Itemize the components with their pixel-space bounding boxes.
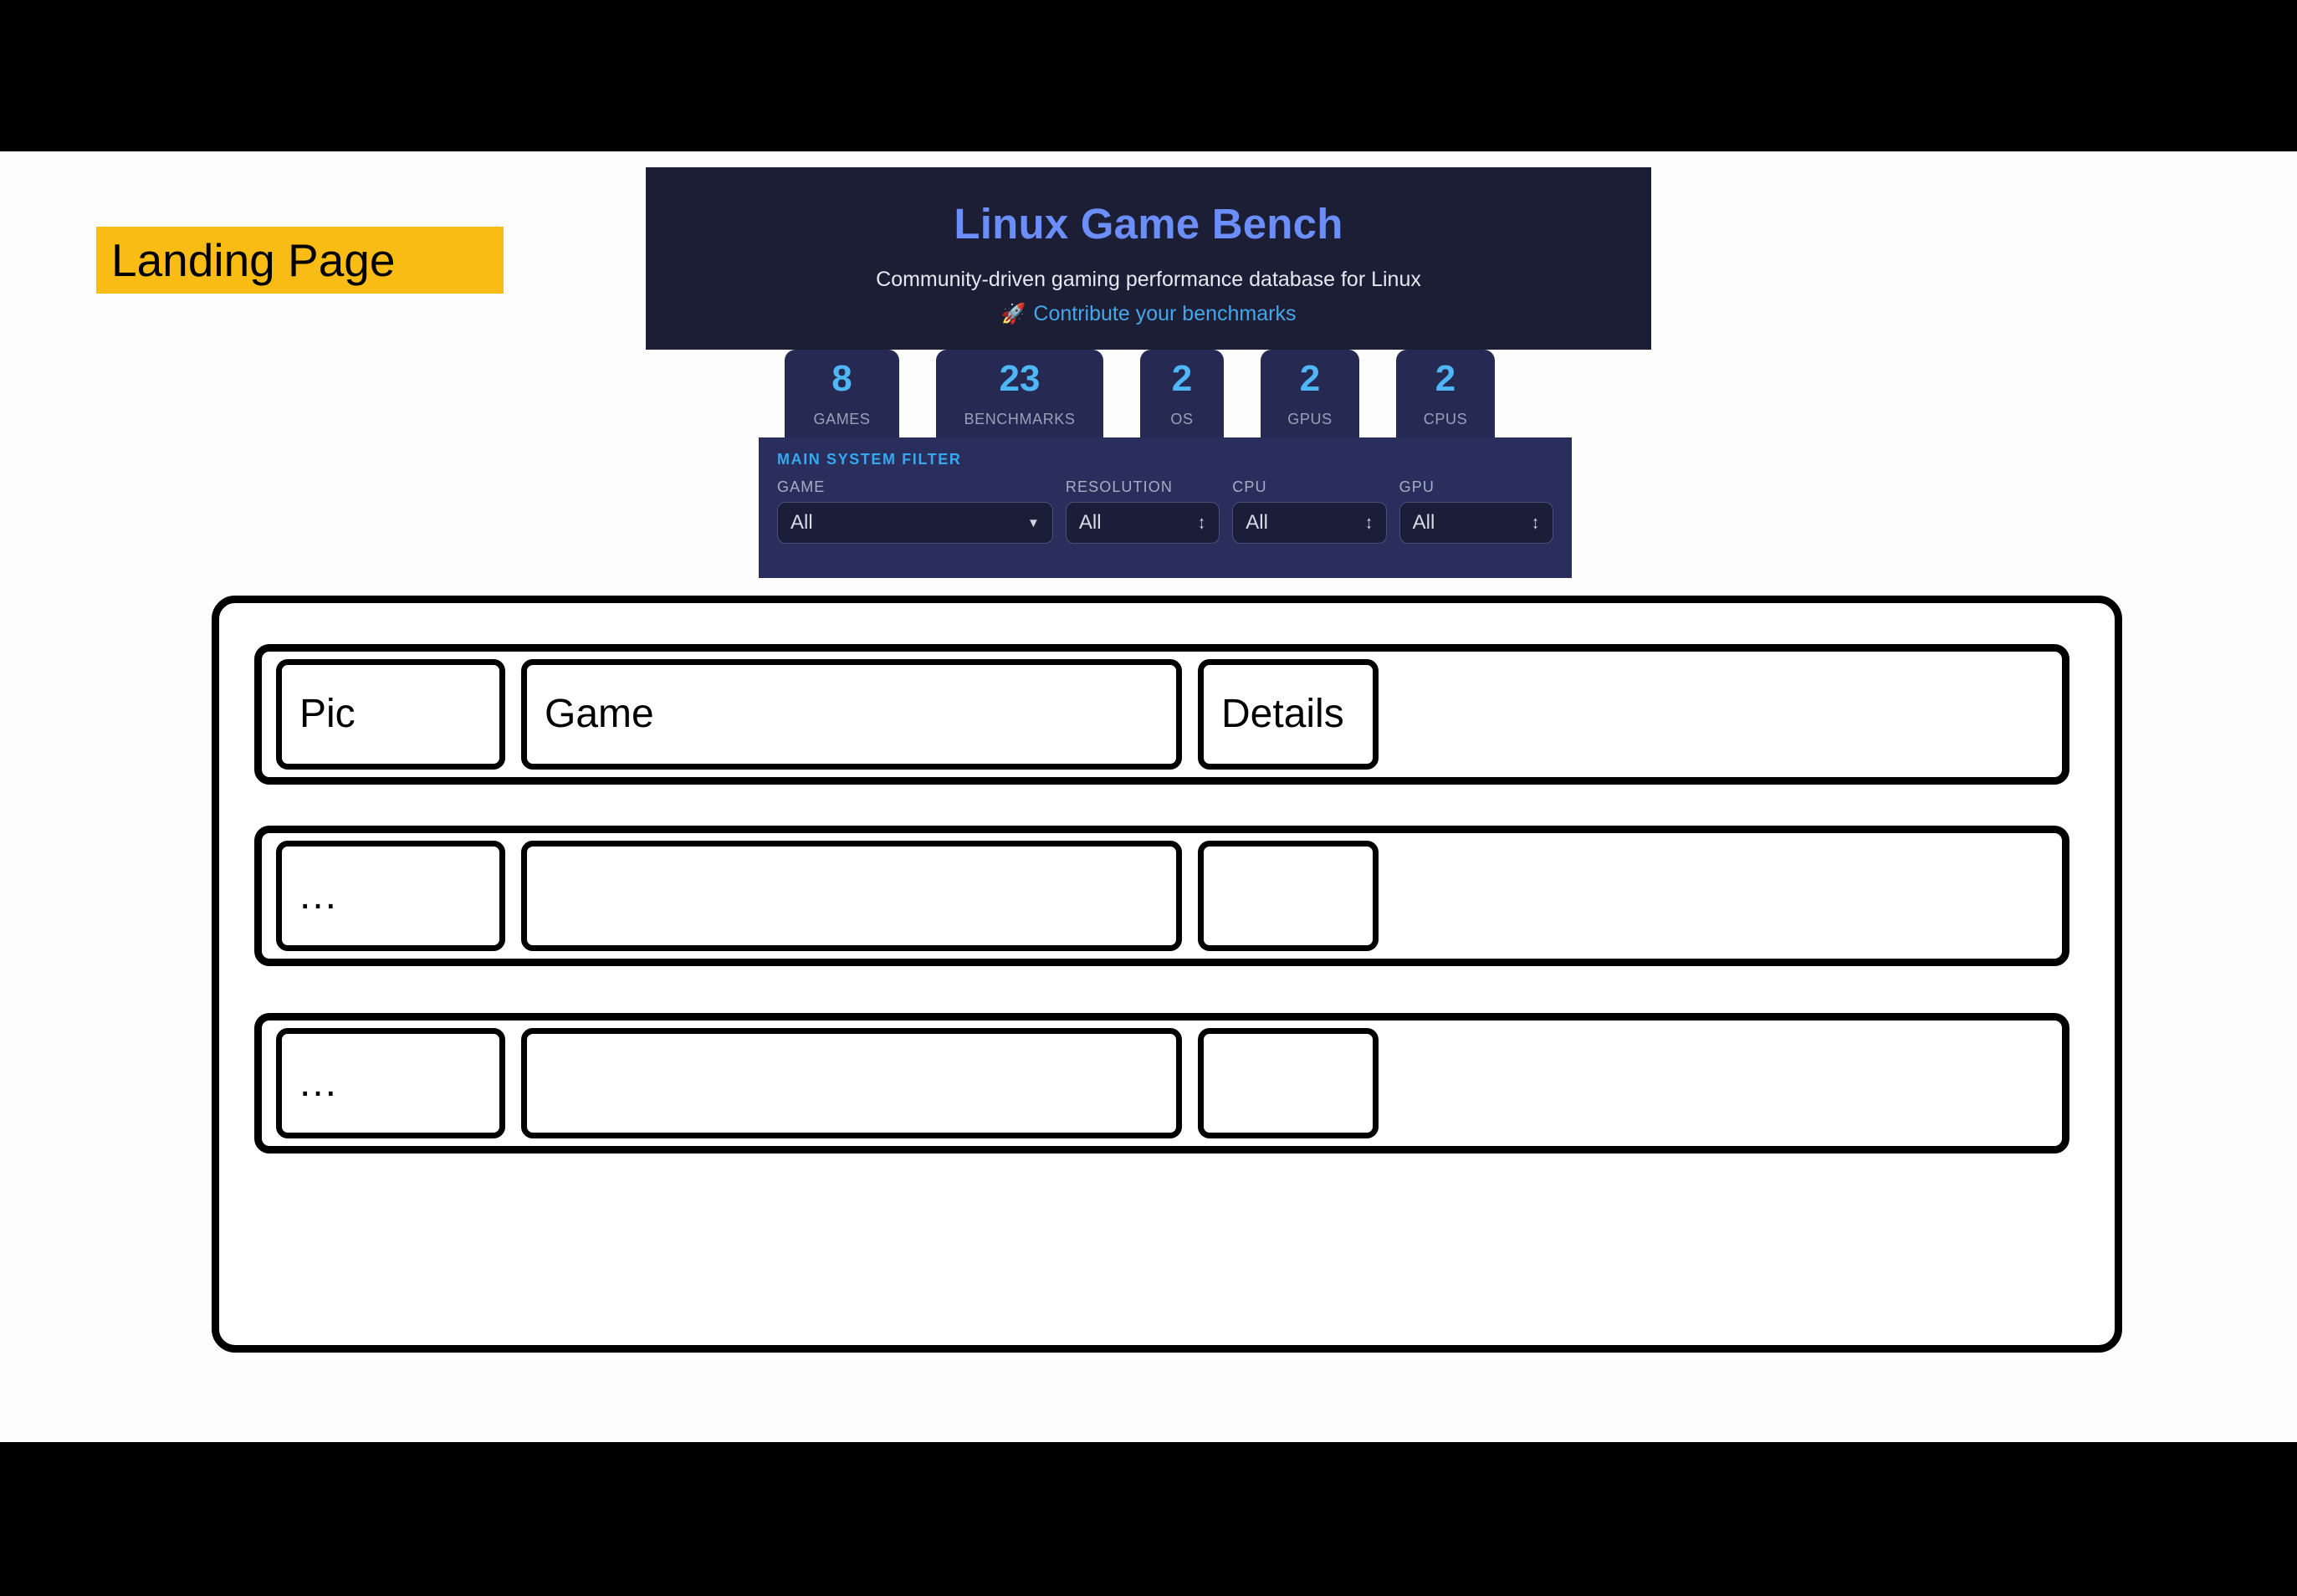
filter-field-cpu: CPU All ↕	[1232, 478, 1387, 544]
stats-strip: 8 GAMES 23 BENCHMARKS 2 OS 2 GPUS 2 CPUS	[785, 350, 1506, 442]
column-header-details-label: Details	[1221, 692, 1344, 736]
stat-card-gpus[interactable]: 2 GPUS	[1261, 350, 1359, 442]
stat-label-games: GAMES	[813, 411, 871, 427]
stat-value-benchmarks: 23	[999, 358, 1041, 399]
letterbox-bottom-bar	[0, 1442, 2297, 1596]
filter-label-cpu: CPU	[1232, 478, 1267, 495]
row-cell-pic: ...	[276, 841, 505, 951]
row-cell-details[interactable]	[1198, 841, 1379, 951]
filter-label-resolution: RESOLUTION	[1065, 478, 1173, 495]
resolution-filter-value: All	[1078, 511, 1102, 534]
stat-label-cpus: CPUS	[1423, 411, 1468, 427]
stat-label-gpus: GPUS	[1287, 411, 1333, 427]
filter-field-gpu: GPU All ↕	[1399, 478, 1553, 544]
game-filter-select[interactable]: All ▼	[777, 502, 1053, 544]
filter-field-resolution: RESOLUTION All ↕	[1065, 478, 1220, 544]
row-cell-pic: ...	[276, 1028, 505, 1138]
stat-card-cpus[interactable]: 2 CPUS	[1396, 350, 1495, 442]
chevron-up-down-icon: ↕	[1532, 512, 1539, 533]
cpu-filter-value: All	[1246, 511, 1268, 534]
results-table-wireframe: Pic Game Details ... ...	[212, 596, 2122, 1353]
hero-banner: Linux Game Bench Community-driven gaming…	[646, 167, 1651, 350]
rocket-icon: 🚀	[1000, 303, 1026, 326]
resolution-filter-select[interactable]: All ↕	[1065, 502, 1220, 544]
column-header-pic: Pic	[276, 659, 505, 770]
page-title: Linux Game Bench	[954, 200, 1343, 248]
row-cell-game	[521, 1028, 1182, 1138]
chevron-up-down-icon: ↕	[1364, 512, 1373, 533]
column-header-pic-label: Pic	[299, 692, 356, 736]
filter-label-gpu: GPU	[1399, 478, 1435, 495]
stat-value-os: 2	[1171, 358, 1193, 399]
page-canvas: Landing Page Linux Game Bench Community-…	[0, 151, 2297, 1442]
stat-card-os[interactable]: 2 OS	[1140, 350, 1224, 442]
filter-panel-heading: MAIN SYSTEM FILTER	[777, 451, 962, 468]
chevron-up-down-icon: ↕	[1198, 512, 1206, 533]
stat-card-benchmarks[interactable]: 23 BENCHMARKS	[936, 350, 1103, 442]
landing-page-annotation-badge: Landing Page	[96, 227, 504, 294]
stat-label-os: OS	[1170, 411, 1194, 427]
cpu-filter-select[interactable]: All ↕	[1232, 502, 1387, 544]
gpu-filter-value: All	[1412, 511, 1435, 534]
triangle-down-icon: ▼	[1027, 515, 1040, 530]
contribute-benchmarks-label: Contribute your benchmarks	[1033, 302, 1297, 326]
row-cell-pic-placeholder: ...	[299, 1061, 339, 1105]
stat-label-benchmarks: BENCHMARKS	[964, 411, 1076, 427]
column-header-game: Game	[521, 659, 1182, 770]
main-system-filter-panel: MAIN SYSTEM FILTER GAME All ▼ RESOLUTION…	[759, 437, 1572, 578]
contribute-benchmarks-link[interactable]: 🚀 Contribute your benchmarks	[1001, 302, 1297, 326]
filter-field-game: GAME All ▼	[777, 478, 1053, 544]
gpu-filter-select[interactable]: All ↕	[1399, 502, 1553, 544]
row-cell-game	[521, 841, 1182, 951]
table-row[interactable]: ...	[254, 826, 2069, 966]
filter-fields-row: GAME All ▼ RESOLUTION All ↕ CPU All ↕	[777, 478, 1553, 544]
row-cell-pic-placeholder: ...	[299, 873, 339, 918]
letterbox-top-bar	[0, 0, 2297, 151]
column-header-details: Details	[1198, 659, 1379, 770]
landing-page-annotation-label: Landing Page	[111, 233, 396, 286]
page-subtitle: Community-driven gaming performance data…	[876, 268, 1421, 292]
game-filter-value: All	[790, 511, 813, 534]
stat-value-gpus: 2	[1299, 358, 1321, 399]
stat-card-games[interactable]: 8 GAMES	[785, 350, 899, 442]
stat-value-games: 8	[831, 358, 852, 399]
column-header-game-label: Game	[545, 692, 654, 736]
row-cell-details[interactable]	[1198, 1028, 1379, 1138]
table-header-row: Pic Game Details	[254, 644, 2069, 785]
table-row[interactable]: ...	[254, 1013, 2069, 1154]
filter-label-game: GAME	[777, 478, 826, 495]
stat-value-cpus: 2	[1435, 358, 1456, 399]
